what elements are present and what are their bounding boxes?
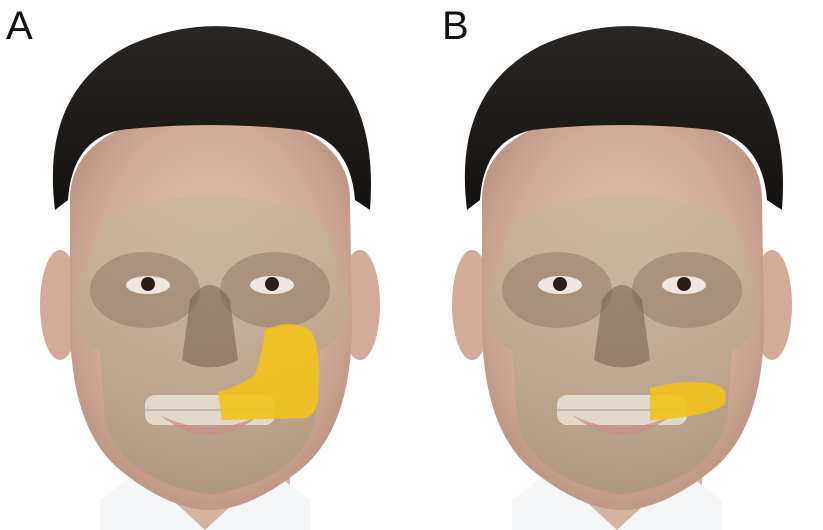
panel-a: A — [0, 0, 411, 530]
face-illustration-b — [412, 0, 823, 530]
panel-label-b: B — [442, 4, 469, 48]
face-illustration-a — [0, 0, 411, 530]
panel-label-a: A — [6, 4, 33, 48]
panel-b: B — [412, 0, 823, 530]
